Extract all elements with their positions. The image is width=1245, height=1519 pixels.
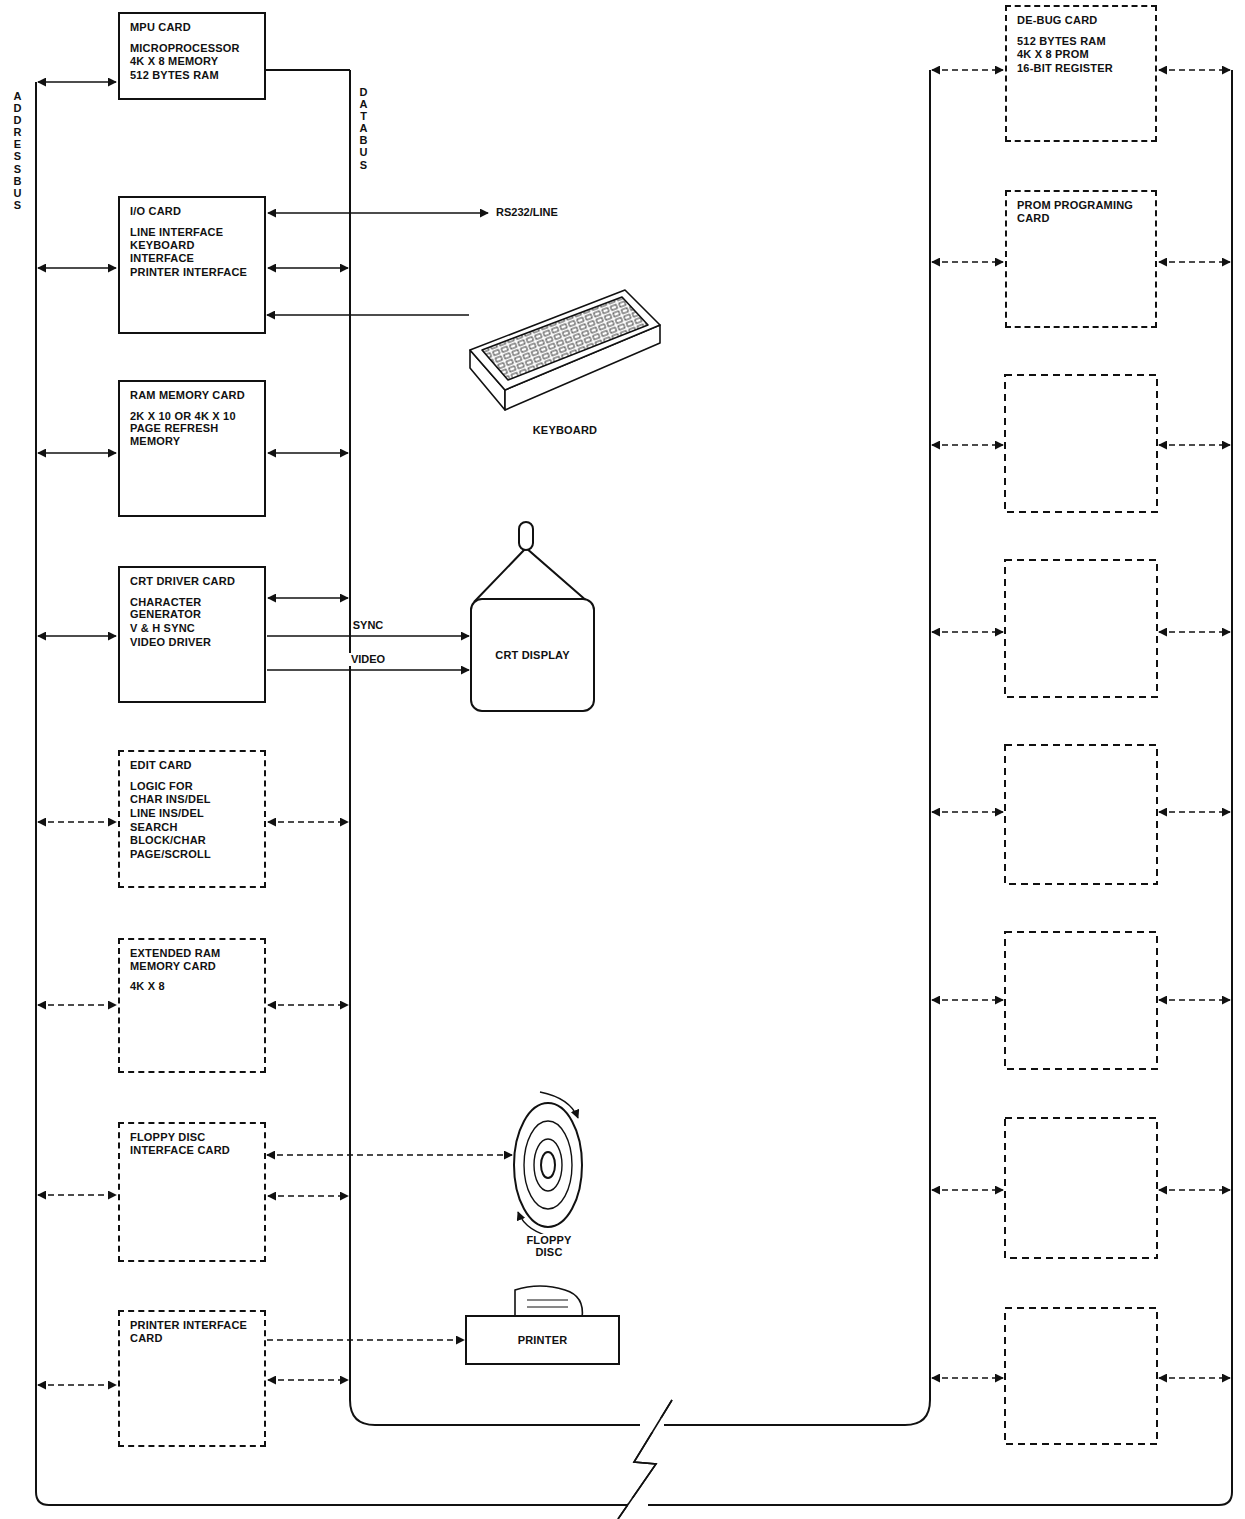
- edit-card: EDIT CARD LOGIC FORCHAR INS/DELLINE INS/D…: [118, 750, 266, 888]
- card-text: 4K X 8 MEMORY: [130, 55, 256, 68]
- io-card: I/O CARD LINE INTERFACEKEYBOARD INTERFACE…: [118, 196, 266, 334]
- floppy-disc: FLOPPY DISC: [513, 1085, 585, 1261]
- card-text: LOGIC FOR: [130, 780, 256, 793]
- crt-display: CRT DISPLAY: [470, 598, 595, 712]
- card-title: KEYBOARD: [531, 424, 600, 437]
- card-title: CRT DRIVER CARD: [130, 575, 256, 588]
- card-text: 2K X 10 OR 4K X 10 PAGE REFRESH MEMORY: [130, 410, 256, 448]
- card-title: EDIT CARD: [130, 759, 256, 772]
- card-title: PROM PROGRAMING CARD: [1017, 199, 1147, 224]
- signal-label: SYNC: [351, 619, 386, 632]
- connector: [267, 635, 469, 637]
- card-title: I/O CARD: [130, 205, 256, 218]
- card-text: 4K X 8 PROM: [1017, 48, 1147, 61]
- prom-card: PROM PROGRAMING CARD: [1005, 190, 1157, 328]
- card-text: BLOCK/CHAR: [130, 834, 256, 847]
- card-text: 512 BYTES RAM: [130, 69, 256, 82]
- ram-card: RAM MEMORY CARD 2K X 10 OR 4K X 10 PAGE R…: [118, 380, 266, 517]
- card-text: 4K X 8: [130, 980, 256, 993]
- keyboard: KEYBOARD: [470, 285, 660, 439]
- card-text: LINE INTERFACE: [130, 226, 256, 239]
- card-text: VIDEO DRIVER: [130, 636, 256, 649]
- printer: PRINTER: [465, 1315, 620, 1365]
- debug-card: DE-BUG CARD 512 BYTES RAM4K X 8 PROM16-BI…: [1005, 5, 1157, 142]
- card-title: CRT DISPLAY: [495, 649, 570, 662]
- printer-interface-card: PRINTER INTERFACE CARD: [118, 1310, 266, 1447]
- card-text: CHAR INS/DEL: [130, 793, 256, 806]
- card-text: CHARACTER GENERATOR: [130, 596, 256, 621]
- card-title: DE-BUG CARD: [1017, 14, 1147, 27]
- card-text: 16-BIT REGISTER: [1017, 62, 1147, 75]
- card-text: LINE INS/DEL: [130, 807, 256, 820]
- card-text: PAGE/SCROLL: [130, 848, 256, 861]
- floppy-interface-card: FLOPPY DISC INTERFACE CARD: [118, 1122, 266, 1262]
- card-text: V & H SYNC: [130, 622, 256, 635]
- card-title: FLOPPY DISC: [513, 1234, 585, 1259]
- connector: [267, 669, 469, 671]
- bus-label: DATA BUS: [356, 86, 371, 171]
- signal-label: VIDEO: [349, 653, 387, 666]
- card-title: MPU CARD: [130, 21, 256, 34]
- card-title: EXTENDED RAM MEMORY CARD: [130, 947, 256, 972]
- signal-label: RS232/LINE: [494, 206, 560, 219]
- card-text: SEARCH: [130, 821, 256, 834]
- card-text: MICROPROCESSOR: [130, 42, 256, 55]
- card-title: FLOPPY DISC INTERFACE CARD: [130, 1131, 256, 1156]
- card-text: 512 BYTES RAM: [1017, 35, 1147, 48]
- extended-ram-card: EXTENDED RAM MEMORY CARD 4K X 8: [118, 938, 266, 1073]
- card-title: PRINTER: [518, 1334, 568, 1347]
- card-title: RAM MEMORY CARD: [130, 389, 256, 402]
- connector: [267, 1339, 464, 1341]
- connector: [267, 314, 469, 316]
- connector: [267, 1154, 512, 1156]
- card-title: PRINTER INTERFACE CARD: [130, 1319, 256, 1344]
- mpu-card: MPU CARD MICROPROCESSOR4K X 8 MEMORY512 B…: [118, 12, 266, 100]
- card-text: KEYBOARD INTERFACE: [130, 239, 256, 264]
- card-text: PRINTER INTERFACE: [130, 266, 256, 279]
- bus-label: ADDRESS BUS: [10, 90, 25, 211]
- crt-driver-card: CRT DRIVER CARD CHARACTER GENERATORV & H …: [118, 566, 266, 703]
